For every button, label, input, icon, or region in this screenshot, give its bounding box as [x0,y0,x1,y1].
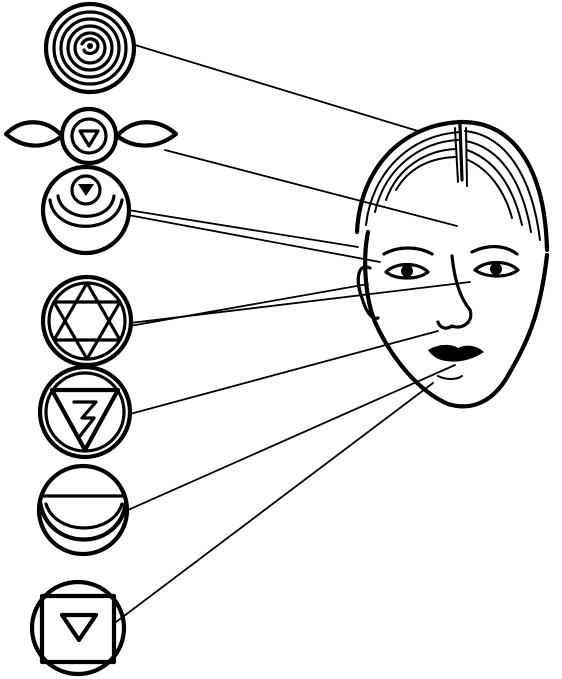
leader-lines [116,45,470,622]
hexagram-circle-icon [43,277,131,365]
left-eyebrow [384,248,432,254]
leader-crown [135,45,418,131]
left-eye [386,265,428,279]
right-eyebrow [472,247,517,254]
leader-third-eye [165,150,457,226]
winged-circle-icon [6,109,176,163]
nose [438,256,471,328]
triangle-circle-icon [40,367,130,457]
mouth [428,345,484,362]
crescent-triangle-circle-icon [43,167,129,253]
hair [357,122,547,250]
face-outline [365,232,547,406]
right-eye [475,263,518,277]
leader-throat-a [128,210,358,247]
leader-heart-b [130,284,368,326]
leader-sacral [128,365,455,510]
leader-solar-plexus [130,331,438,414]
face-icon [357,122,547,406]
leader-throat-b [128,215,380,262]
leader-root [116,383,433,622]
crescent-circle-icon [39,466,127,554]
square-triangle-icon [32,582,124,674]
chin [438,376,462,379]
spiral-circle-icon [46,4,134,92]
